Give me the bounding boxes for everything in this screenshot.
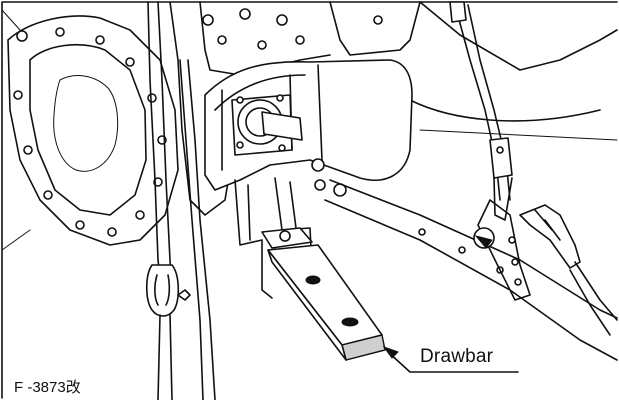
transmission-case — [169, 1, 618, 216]
drawbar-label: Drawbar — [420, 346, 494, 367]
drawbar-bracket — [234, 158, 347, 299]
drawbar-callout-arrow — [382, 345, 519, 373]
lower-link-left — [145, 1, 216, 400]
pto-shield — [204, 59, 413, 191]
lift-rod-right — [449, 1, 513, 221]
figure-code: F -3873改 — [14, 379, 81, 396]
stabilizer-chain — [519, 204, 618, 336]
drawbar — [267, 244, 386, 361]
lower-link-right — [324, 179, 618, 361]
left-axle-housing — [1, 9, 179, 251]
